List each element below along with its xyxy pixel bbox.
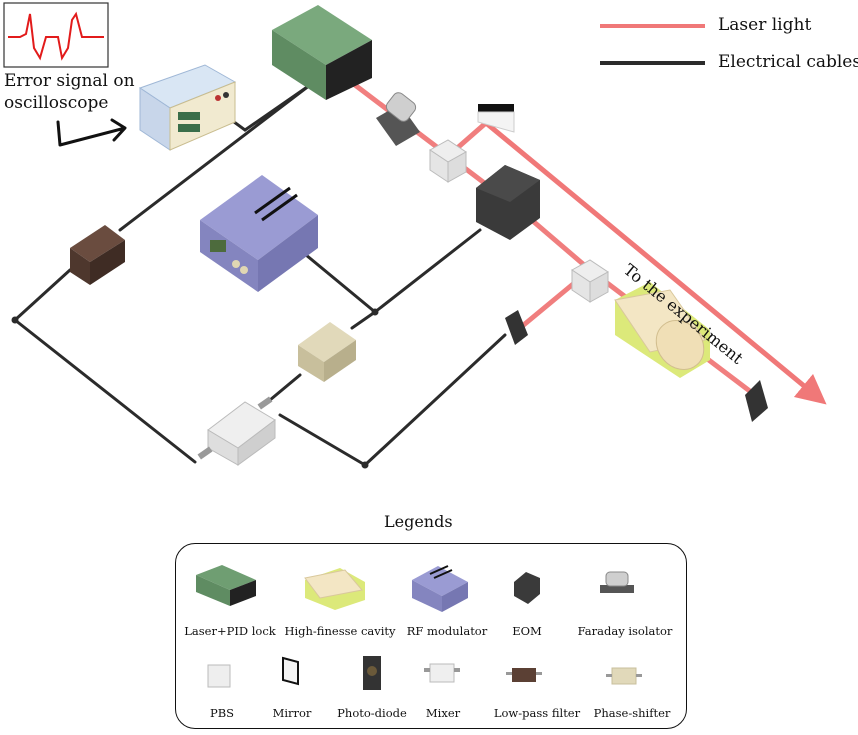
- laser-pid-lock: [272, 5, 372, 100]
- cable-node-to-eom: [373, 228, 482, 314]
- phase-shifter-icon: [606, 667, 642, 685]
- pbs-icon: [207, 664, 231, 688]
- high-finesse-cavity: [614, 282, 710, 378]
- legend-label-photodiode: Photo-diode: [337, 706, 407, 720]
- oscilloscope-label-line1: Error signal on: [4, 71, 135, 91]
- pbs-2: [571, 259, 609, 303]
- end-mirror: [745, 380, 768, 422]
- faraday-isolator: [376, 92, 420, 146]
- junction-bottom: [361, 461, 369, 469]
- pointer-arrow-icon: [56, 118, 127, 147]
- cable-phase-to-mixer: [268, 373, 302, 402]
- eom: [476, 165, 540, 240]
- error-signal-trace: [8, 11, 104, 61]
- pbs-1: [429, 139, 467, 183]
- cable-junctions: [11, 308, 379, 469]
- legend-label-mirror: Mirror: [272, 706, 312, 720]
- beam-to-experiment: [477, 115, 827, 405]
- legend-label-phase-shifter: Phase-shifter: [593, 706, 671, 720]
- legend-label-faraday-isolator: Faraday isolator: [577, 624, 673, 638]
- legend-label-mixer: Mixer: [425, 706, 461, 720]
- mirror-icon: [282, 656, 299, 686]
- junction-center: [371, 308, 379, 316]
- cavity-icon: [304, 568, 365, 610]
- lowpass-filter-icon: [506, 668, 542, 682]
- rf-modulator: [200, 175, 318, 292]
- legend-label-cavity: High-finesse cavity: [284, 624, 396, 638]
- cable-laser-to-filter: [118, 83, 312, 232]
- rf-modulator-icon: [412, 565, 468, 612]
- electrical-cables-legend-label: Electrical cables: [718, 52, 858, 72]
- photo-diode: [505, 310, 528, 345]
- cable-mixer-to-node: [278, 413, 367, 467]
- electrical-cables: [13, 83, 507, 467]
- low-pass-filter: [70, 225, 125, 285]
- oscilloscope-device: [138, 64, 237, 151]
- legend-icons: [196, 565, 642, 690]
- cable-filter-to-node: [13, 268, 72, 322]
- phase-shifter: [298, 322, 356, 382]
- oscilloscope-screen: [3, 2, 109, 68]
- legend-label-eom: EOM: [512, 624, 542, 638]
- oscilloscope-label-line2: oscilloscope: [4, 93, 109, 113]
- legend-label-rf-modulator: RF modulator: [406, 624, 488, 638]
- laser-icon: [196, 565, 256, 606]
- cable-rf-to-node: [298, 248, 377, 314]
- cable-node-to-pd: [363, 333, 507, 467]
- legend-label-pbs: PBS: [209, 706, 235, 720]
- legend-box: [175, 543, 687, 729]
- mixer: [197, 396, 276, 466]
- mirror-top: [477, 104, 515, 133]
- legend-label-laser: Laser+PID lock: [184, 624, 276, 638]
- eom-icon: [514, 572, 540, 604]
- legend-label-lowpass-filter: Low-pass filter: [493, 706, 581, 720]
- mixer-icon: [424, 663, 460, 683]
- junction-left: [11, 316, 19, 324]
- cable-node-to-mixer: [13, 318, 197, 464]
- laser-light-legend-label: Laser light: [718, 15, 812, 35]
- legend-title: Legends: [384, 512, 453, 531]
- cable-node-to-phase: [350, 310, 377, 330]
- oscilloscope-label: Error signal on oscilloscope: [4, 70, 135, 114]
- faraday-isolator-icon: [600, 571, 634, 593]
- photodiode-icon: [363, 656, 381, 690]
